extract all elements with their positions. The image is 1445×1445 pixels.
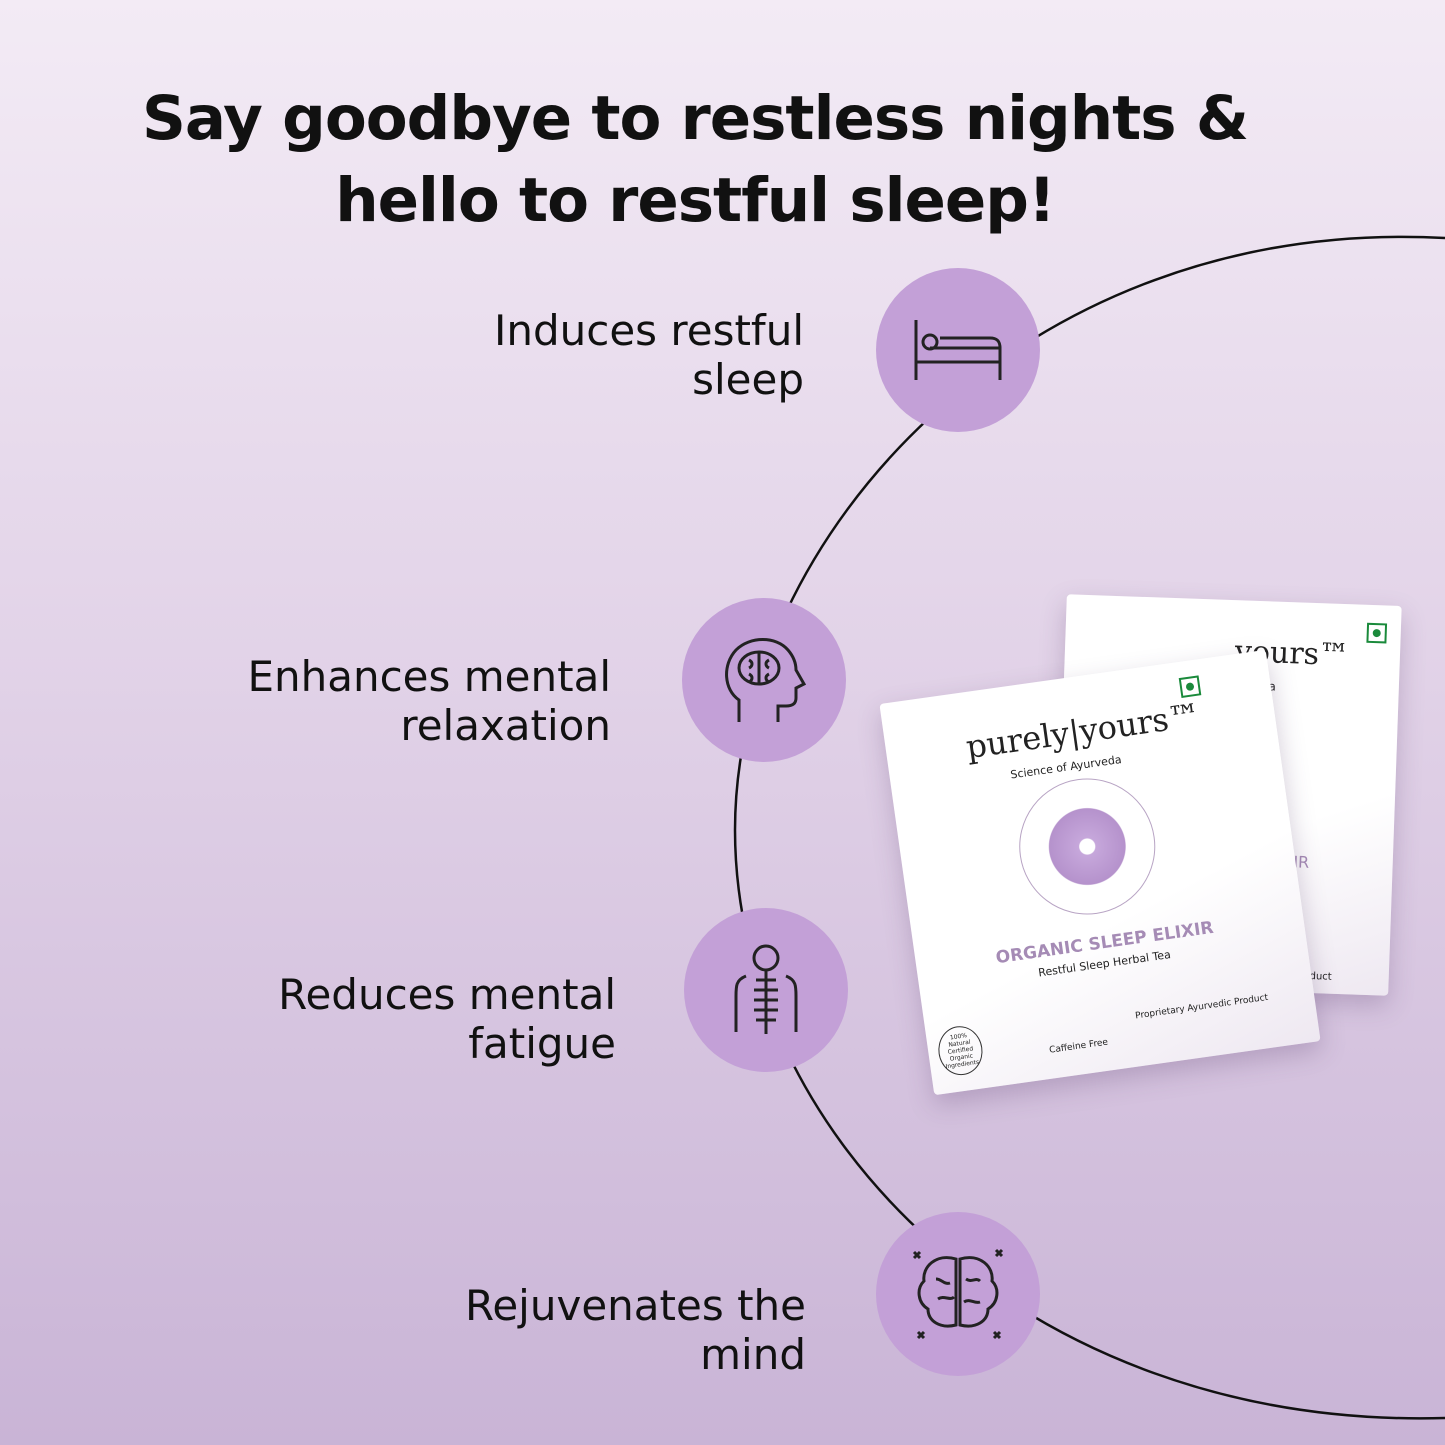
veg-mark-icon: [1366, 622, 1388, 644]
flower-emblem: [1010, 769, 1165, 924]
brand-logo: purely|yours™: [963, 695, 1203, 767]
sparkle-brain-icon: [876, 1212, 1040, 1376]
product-packet-front: purely|yours™ Science of Ayurveda ORGANI…: [879, 649, 1321, 1096]
head-brain-icon: [682, 598, 846, 762]
bed-icon: [876, 268, 1040, 432]
headline: Say goodbye to restless nights & hello t…: [141, 83, 1249, 236]
veg-mark-icon: [1178, 675, 1202, 698]
nervous-system-icon: [684, 908, 848, 1072]
